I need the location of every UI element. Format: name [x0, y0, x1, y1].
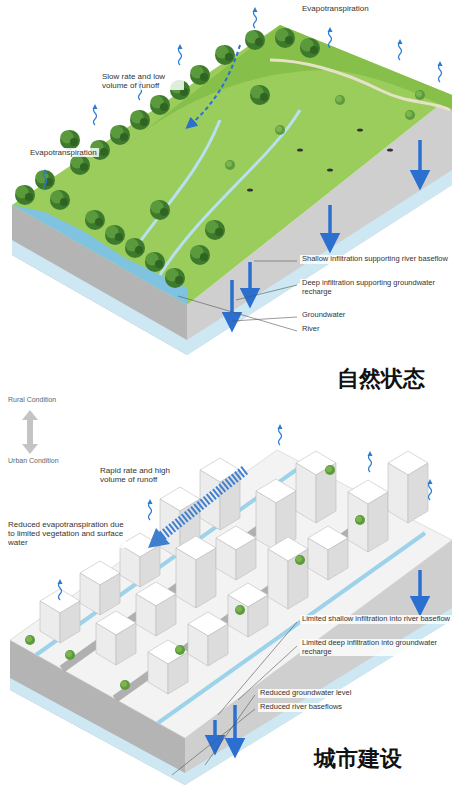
- condition-label: Rural Condition: [6, 396, 58, 404]
- condition-label: Urban Condition: [6, 457, 61, 465]
- runoff-label: Rapid rate and high volume of runoff: [98, 466, 184, 484]
- panel-caption: 城市建设: [312, 746, 404, 772]
- baseflow-label: Reduced river baseflows: [258, 703, 344, 712]
- groundwater-label: Reduced groundwater level: [258, 689, 353, 698]
- infiltration-label: Limited shallow infiltration into river …: [300, 615, 452, 624]
- infiltration-label: Shallow infiltration supporting river ba…: [300, 255, 450, 264]
- evap-label: Evapotranspiration: [300, 4, 371, 13]
- infiltration-label: Deep infiltration supporting groundwater…: [300, 279, 452, 296]
- river-label: River: [300, 325, 322, 334]
- evap-label: Reduced evapotranspiration due to limite…: [6, 520, 126, 548]
- runoff-label: Slow rate and low volume of runoff: [100, 72, 184, 90]
- panel-caption: 自然状态: [335, 366, 427, 392]
- evap-label: Evapotranspiration: [28, 148, 99, 157]
- groundwater-label: Groundwater: [300, 311, 347, 320]
- infiltration-label: Limited deep infiltration into groundwat…: [300, 639, 452, 656]
